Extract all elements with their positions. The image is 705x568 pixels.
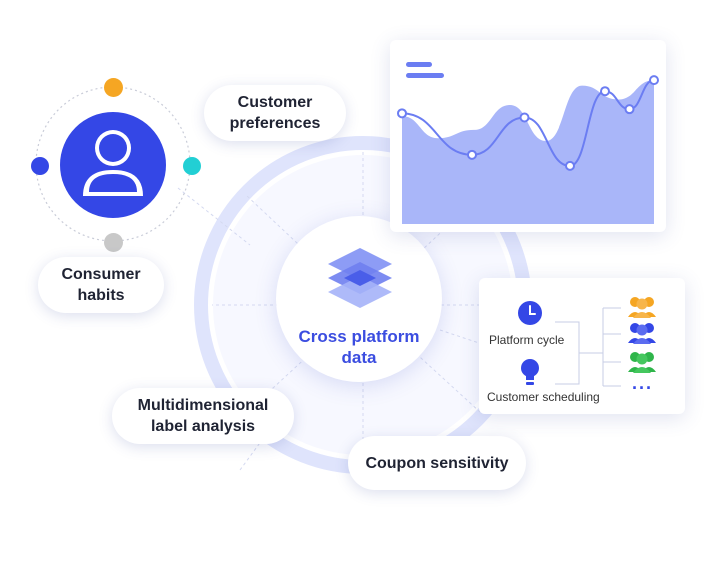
chart-point-1 xyxy=(467,149,477,160)
avatar xyxy=(60,112,166,218)
blue-orbit-dot xyxy=(31,157,49,175)
customer-preferences-pill: Customer preferences xyxy=(204,85,346,141)
chart-legend-bar-1 xyxy=(406,62,432,67)
gray-orbit-dot xyxy=(104,233,123,252)
chart-point-2 xyxy=(519,112,530,123)
chart-point-4 xyxy=(600,86,610,97)
coupon-sensitivity-pill: Coupon sensitivity xyxy=(348,436,526,490)
orange-orbit-dot xyxy=(104,78,123,97)
chart-point-0 xyxy=(397,108,407,119)
user-icon xyxy=(83,130,143,196)
consumer-habits-line1: Consumer xyxy=(61,266,141,283)
platform-cycle-label: Platform cycle xyxy=(489,333,565,347)
layers-icon xyxy=(328,248,392,308)
customer-scheduling-label: Customer scheduling xyxy=(487,390,600,404)
chart-point-5 xyxy=(624,104,635,115)
clock-icon xyxy=(518,301,542,325)
customer-preferences-line1: Customer xyxy=(237,94,313,111)
area-chart xyxy=(397,62,659,224)
chart-point-6 xyxy=(649,75,659,86)
chart-area xyxy=(402,80,654,224)
center-label-line1: Cross platform xyxy=(298,327,420,346)
multidimensional-line2: label analysis xyxy=(150,418,256,435)
scheduling-panel: Platform cycle Customer scheduling ··· xyxy=(479,278,685,414)
multidimensional-pill: Multidimensional label analysis xyxy=(112,388,294,444)
coupon-sensitivity-label: Coupon sensitivity xyxy=(365,454,509,472)
teal-orbit-dot xyxy=(183,157,201,175)
customer-preferences-line2: preferences xyxy=(229,115,321,132)
chart-legend-bar-2 xyxy=(406,73,444,78)
center-label: Cross platform data xyxy=(276,326,442,368)
consumer-habits-line2: habits xyxy=(77,287,125,304)
consumer-habits-pill: Consumer habits xyxy=(38,257,164,313)
orange-group-icon xyxy=(628,297,656,318)
center-label-line2: data xyxy=(341,348,377,367)
lightbulb-icon xyxy=(521,359,539,385)
chart-point-3 xyxy=(565,160,575,171)
green-group-icon xyxy=(628,352,656,373)
more-indicator: ··· xyxy=(632,378,653,398)
blue-group-icon xyxy=(628,323,656,344)
panel-connectors xyxy=(555,307,621,387)
multidimensional-line1: Multidimensional xyxy=(137,397,269,414)
chart-card xyxy=(390,40,666,232)
